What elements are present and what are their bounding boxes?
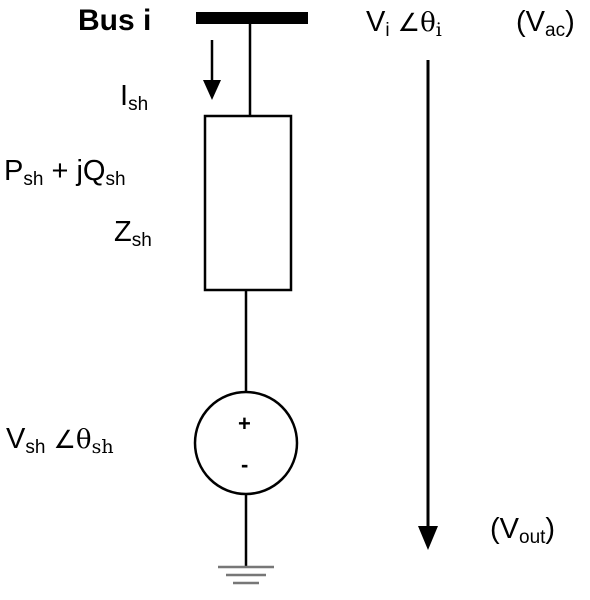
voltage-source-circle — [193, 390, 299, 496]
bus-label: Bus i — [78, 6, 151, 36]
bus-bar — [196, 12, 308, 24]
source-plus-sign: + — [238, 411, 251, 436]
out-voltage-label: (Vout) — [490, 513, 556, 548]
shunt-current-subscript: sh — [128, 94, 149, 115]
ac-subscript: ac — [545, 20, 566, 41]
bus-name: Bus i — [78, 4, 152, 37]
power-operator: + j — [51, 155, 83, 187]
source-minus-sign: - — [241, 452, 249, 477]
bus-angle-icon: ∠ — [397, 8, 421, 37]
bus-voltage-symbol: V — [366, 6, 386, 38]
bus-voltage-label: Vi ∠θi — [366, 6, 442, 41]
impedance-symbol: Z — [114, 216, 132, 248]
ac-close: ) — [565, 6, 575, 38]
impedance-subscript: sh — [131, 230, 152, 251]
source-theta: θ — [75, 425, 92, 455]
power-p-symbol: P — [4, 155, 24, 187]
impedance-box — [203, 114, 293, 292]
source-voltage-subscript: sh — [25, 437, 46, 458]
shunt-current-label: Ish — [120, 80, 148, 115]
bus-voltage-subscript: i — [385, 20, 390, 41]
ac-voltage-label: (Vac) — [516, 6, 575, 41]
ac-open: (V — [516, 6, 545, 38]
power-q-symbol: Q — [82, 155, 106, 187]
source-theta-subscript: sh — [91, 436, 114, 458]
bus-theta-subscript: i — [435, 19, 442, 41]
source-voltage-symbol: V — [6, 423, 26, 455]
current-arrow-head — [203, 80, 221, 100]
power-label: Psh + jQsh — [4, 155, 126, 190]
power-p-subscript: sh — [23, 169, 44, 190]
out-subscript: out — [519, 527, 546, 548]
source-voltage-label: Vsh ∠θsh — [6, 423, 114, 458]
impedance-label: Zsh — [114, 216, 152, 251]
out-close: ) — [545, 513, 556, 545]
power-q-subscript: sh — [105, 169, 126, 190]
bus-theta: θ — [420, 8, 436, 38]
source-angle-icon: ∠ — [53, 425, 76, 454]
out-open: (V — [490, 513, 519, 545]
shunt-current-symbol: I — [120, 80, 129, 112]
voltage-arrow-head — [418, 526, 438, 550]
